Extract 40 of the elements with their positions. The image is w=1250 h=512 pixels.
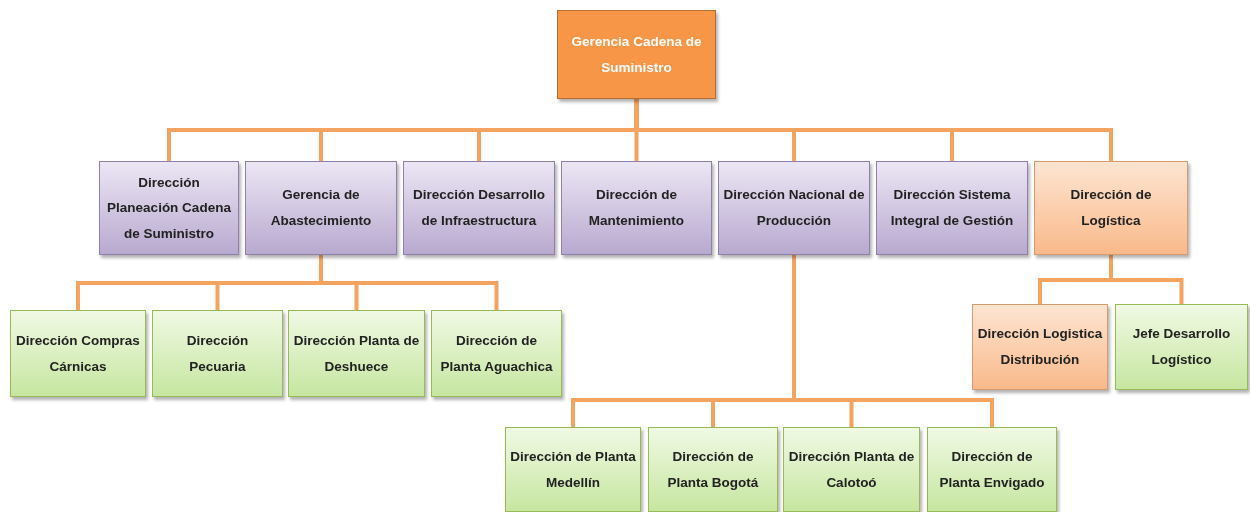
connector-line: [1109, 255, 1184, 304]
org-box: [648, 427, 778, 512]
box-label: Dirección Planta de Calotoó: [787, 447, 916, 492]
box-label: Dirección de Mantenimiento: [587, 186, 686, 230]
box-label: Dirección Compras Cárnicas: [15, 331, 141, 376]
box-label: Dirección Logistica Distribución: [976, 325, 1104, 369]
org-box: [876, 161, 1028, 255]
org-box: [1034, 161, 1188, 255]
connector-line: [634, 99, 1113, 161]
box-label: Dirección de Planta Envigado: [938, 447, 1046, 492]
box-label: Gerencia Cadena de Suministro: [570, 32, 703, 77]
box-label: Dirección Desarrollo de Infraestructura: [411, 186, 546, 230]
box-label: Dirección Planeación Cadena de Suministro: [106, 173, 232, 243]
box-label: Jefe Desarrollo Logístico: [1131, 325, 1232, 369]
org-box: [245, 161, 397, 255]
org-box: [99, 161, 239, 255]
org-box: [561, 161, 712, 255]
org-box: [972, 304, 1108, 390]
box-label: Gerencia de Abastecimiento: [269, 186, 373, 230]
box-label: Dirección Nacional de Producción: [722, 186, 866, 230]
org-box: [783, 427, 920, 512]
connector-line: [792, 255, 994, 427]
org-box: [718, 161, 870, 255]
box-label: Dirección Planta de Deshuece: [292, 331, 421, 376]
box-label: Dirección de Planta Aguachica: [439, 331, 554, 376]
org-box: [10, 310, 146, 397]
org-box: [431, 310, 562, 397]
box-label: Dirección de Planta Bogotá: [666, 447, 760, 492]
box-label: Dirección Pecuaria: [185, 331, 250, 376]
org-box: [927, 427, 1057, 512]
box-label: Dirección Sistema Integral de Gestión: [889, 186, 1015, 230]
org-box: [1115, 304, 1248, 390]
box-label: Dirección de Logística: [1069, 186, 1153, 230]
org-box: [403, 161, 555, 255]
connector-line: [319, 255, 499, 310]
org-box: [557, 10, 716, 99]
org-box: [288, 310, 425, 397]
org-box: [152, 310, 283, 397]
org-box: [505, 427, 641, 512]
box-label: Dirección de Planta Medellín: [509, 447, 637, 492]
